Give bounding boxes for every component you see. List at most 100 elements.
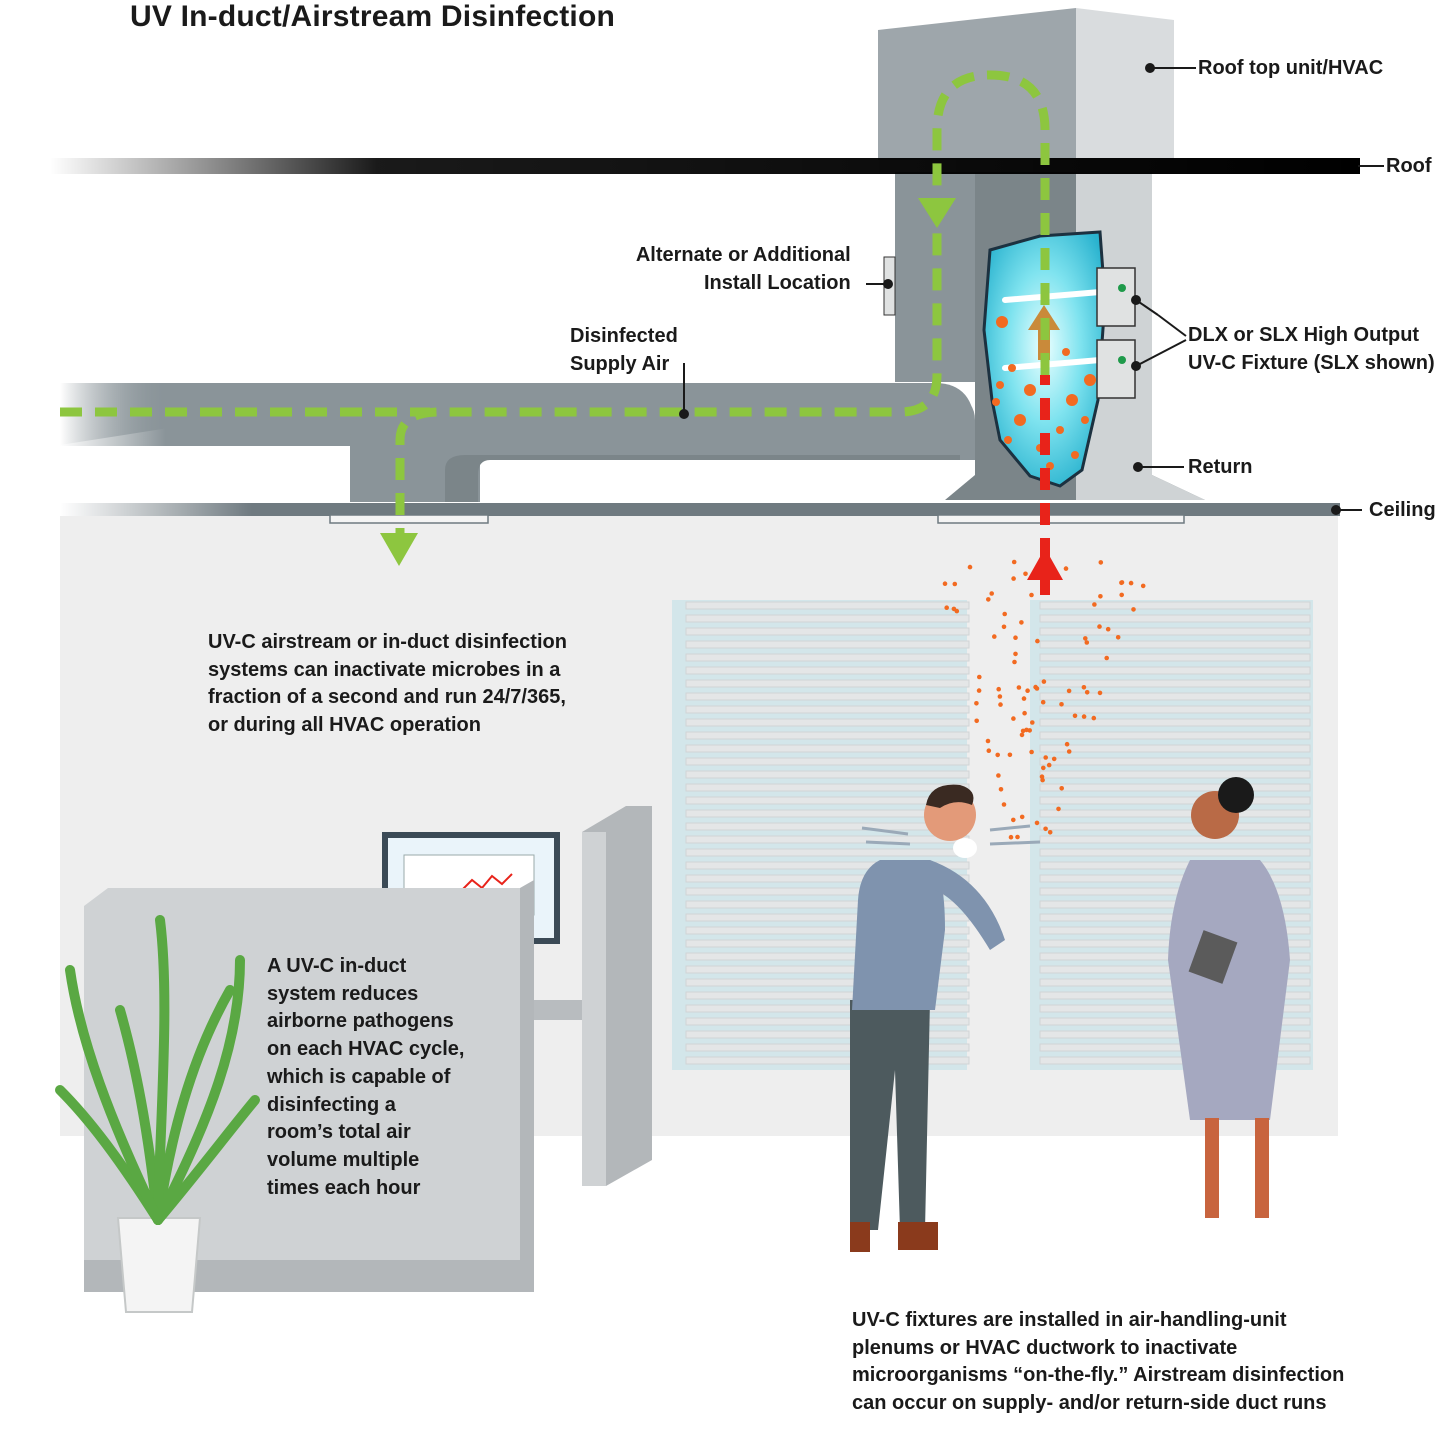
caption-line: disinfecting a bbox=[267, 1093, 396, 1116]
droplet bbox=[1056, 806, 1061, 812]
droplet bbox=[1019, 620, 1024, 625]
droplet bbox=[1119, 580, 1125, 585]
droplet bbox=[1051, 756, 1057, 762]
droplet bbox=[1084, 690, 1090, 695]
blind-slat bbox=[685, 705, 970, 714]
blind-slat bbox=[1039, 679, 1311, 688]
caption-line: room’s total air bbox=[267, 1121, 411, 1144]
droplet bbox=[944, 605, 949, 610]
droplet bbox=[1063, 566, 1069, 571]
caption-line: UV-C airstream or in-duct disinfection bbox=[208, 631, 567, 653]
droplet bbox=[1084, 640, 1090, 645]
droplet bbox=[1047, 830, 1053, 835]
droplet bbox=[1016, 685, 1022, 690]
uv-lamps bbox=[1002, 289, 1103, 371]
droplet bbox=[1033, 684, 1038, 690]
blind-slat bbox=[1039, 1030, 1311, 1039]
blind-slat bbox=[685, 653, 970, 662]
blind-slat bbox=[1039, 627, 1311, 636]
droplet bbox=[1097, 624, 1102, 629]
droplet bbox=[1015, 834, 1020, 840]
blind-slat bbox=[1039, 705, 1311, 714]
ceiling-line bbox=[60, 503, 1340, 516]
caption-line: or during all HVAC operation bbox=[208, 714, 481, 737]
droplet bbox=[1029, 592, 1034, 598]
droplet bbox=[1083, 636, 1088, 641]
droplet bbox=[1059, 786, 1064, 791]
blind-slat bbox=[1039, 1017, 1311, 1026]
droplet bbox=[1011, 576, 1016, 581]
droplet bbox=[974, 718, 979, 724]
page-title: UV In-duct/Airstream Disinfection bbox=[130, 0, 616, 33]
droplet bbox=[1008, 834, 1014, 840]
blind-slat bbox=[1039, 692, 1311, 701]
microbe bbox=[1056, 426, 1064, 434]
label-line: Disinfected bbox=[570, 325, 678, 347]
droplet bbox=[1041, 679, 1047, 684]
caption-line: airborne pathogens bbox=[267, 1010, 454, 1033]
blind-slat bbox=[685, 757, 970, 766]
blind-slat bbox=[685, 835, 970, 844]
droplet bbox=[967, 564, 973, 570]
droplet bbox=[1039, 774, 1045, 779]
blind-slat bbox=[685, 770, 970, 779]
blind-slat bbox=[1039, 874, 1311, 883]
droplet bbox=[1030, 720, 1035, 725]
droplet bbox=[1072, 713, 1078, 719]
supply-arrow-out bbox=[380, 533, 418, 566]
blind-slat bbox=[685, 627, 970, 636]
label-line: UV-C Fixture (SLX shown) bbox=[1188, 352, 1435, 374]
droplet bbox=[1022, 710, 1027, 716]
blind-slat bbox=[685, 731, 970, 740]
blind-slat bbox=[1039, 1043, 1311, 1052]
droplet bbox=[1007, 752, 1013, 758]
caption-line: can occur on supply- and/or return-side … bbox=[852, 1392, 1327, 1415]
droplet bbox=[1105, 626, 1111, 632]
droplet bbox=[1059, 702, 1064, 707]
blind-slat bbox=[685, 965, 970, 974]
droplet bbox=[1092, 602, 1097, 607]
droplet bbox=[1013, 651, 1018, 657]
droplet bbox=[1041, 765, 1046, 771]
droplet bbox=[985, 738, 991, 744]
label-line: Alternate or Additional bbox=[635, 244, 851, 266]
caption-line: A UV-C in-duct bbox=[267, 955, 407, 977]
droplet bbox=[974, 701, 979, 706]
blind-slat bbox=[1039, 653, 1311, 662]
blind-slat bbox=[685, 601, 970, 610]
caption-line: on each HVAC cycle, bbox=[267, 1038, 465, 1061]
blind-slat bbox=[685, 744, 970, 753]
caption-line: system reduces bbox=[267, 982, 419, 1005]
droplet bbox=[1043, 826, 1048, 832]
caption-line: times each hour bbox=[267, 1176, 421, 1199]
droplet bbox=[1128, 580, 1134, 586]
droplet bbox=[1046, 762, 1052, 768]
supply-arrow-down bbox=[918, 198, 956, 228]
droplet bbox=[992, 634, 997, 639]
man-sneezing bbox=[850, 784, 1005, 1252]
blind-slat bbox=[1039, 770, 1311, 779]
microbes bbox=[992, 316, 1096, 470]
blind-slat bbox=[1039, 809, 1311, 818]
microbe bbox=[1014, 414, 1026, 426]
droplet bbox=[1091, 715, 1097, 721]
blind-slat bbox=[1039, 601, 1311, 610]
droplet bbox=[951, 606, 957, 612]
microbe bbox=[996, 381, 1004, 389]
blind-slat bbox=[685, 874, 970, 883]
leader-lines bbox=[679, 63, 1384, 515]
microbe bbox=[996, 316, 1008, 328]
droplet bbox=[1029, 749, 1034, 755]
blind-slat bbox=[1039, 861, 1311, 870]
caption-line: plenums or HVAC ductwork to inactivate bbox=[852, 1336, 1238, 1359]
droplet bbox=[1098, 594, 1103, 599]
droplet bbox=[1025, 688, 1030, 693]
microbe bbox=[1062, 348, 1070, 356]
caption-in-duct: A UV-C in-duct system reduces airborne p… bbox=[267, 953, 464, 1202]
blind-slat bbox=[1039, 718, 1311, 727]
sneeze-droplets bbox=[942, 559, 1146, 840]
uv-fixtures bbox=[1096, 267, 1136, 399]
droplet bbox=[1011, 817, 1016, 823]
blind-slat bbox=[685, 1030, 970, 1039]
microbe bbox=[1008, 364, 1016, 372]
